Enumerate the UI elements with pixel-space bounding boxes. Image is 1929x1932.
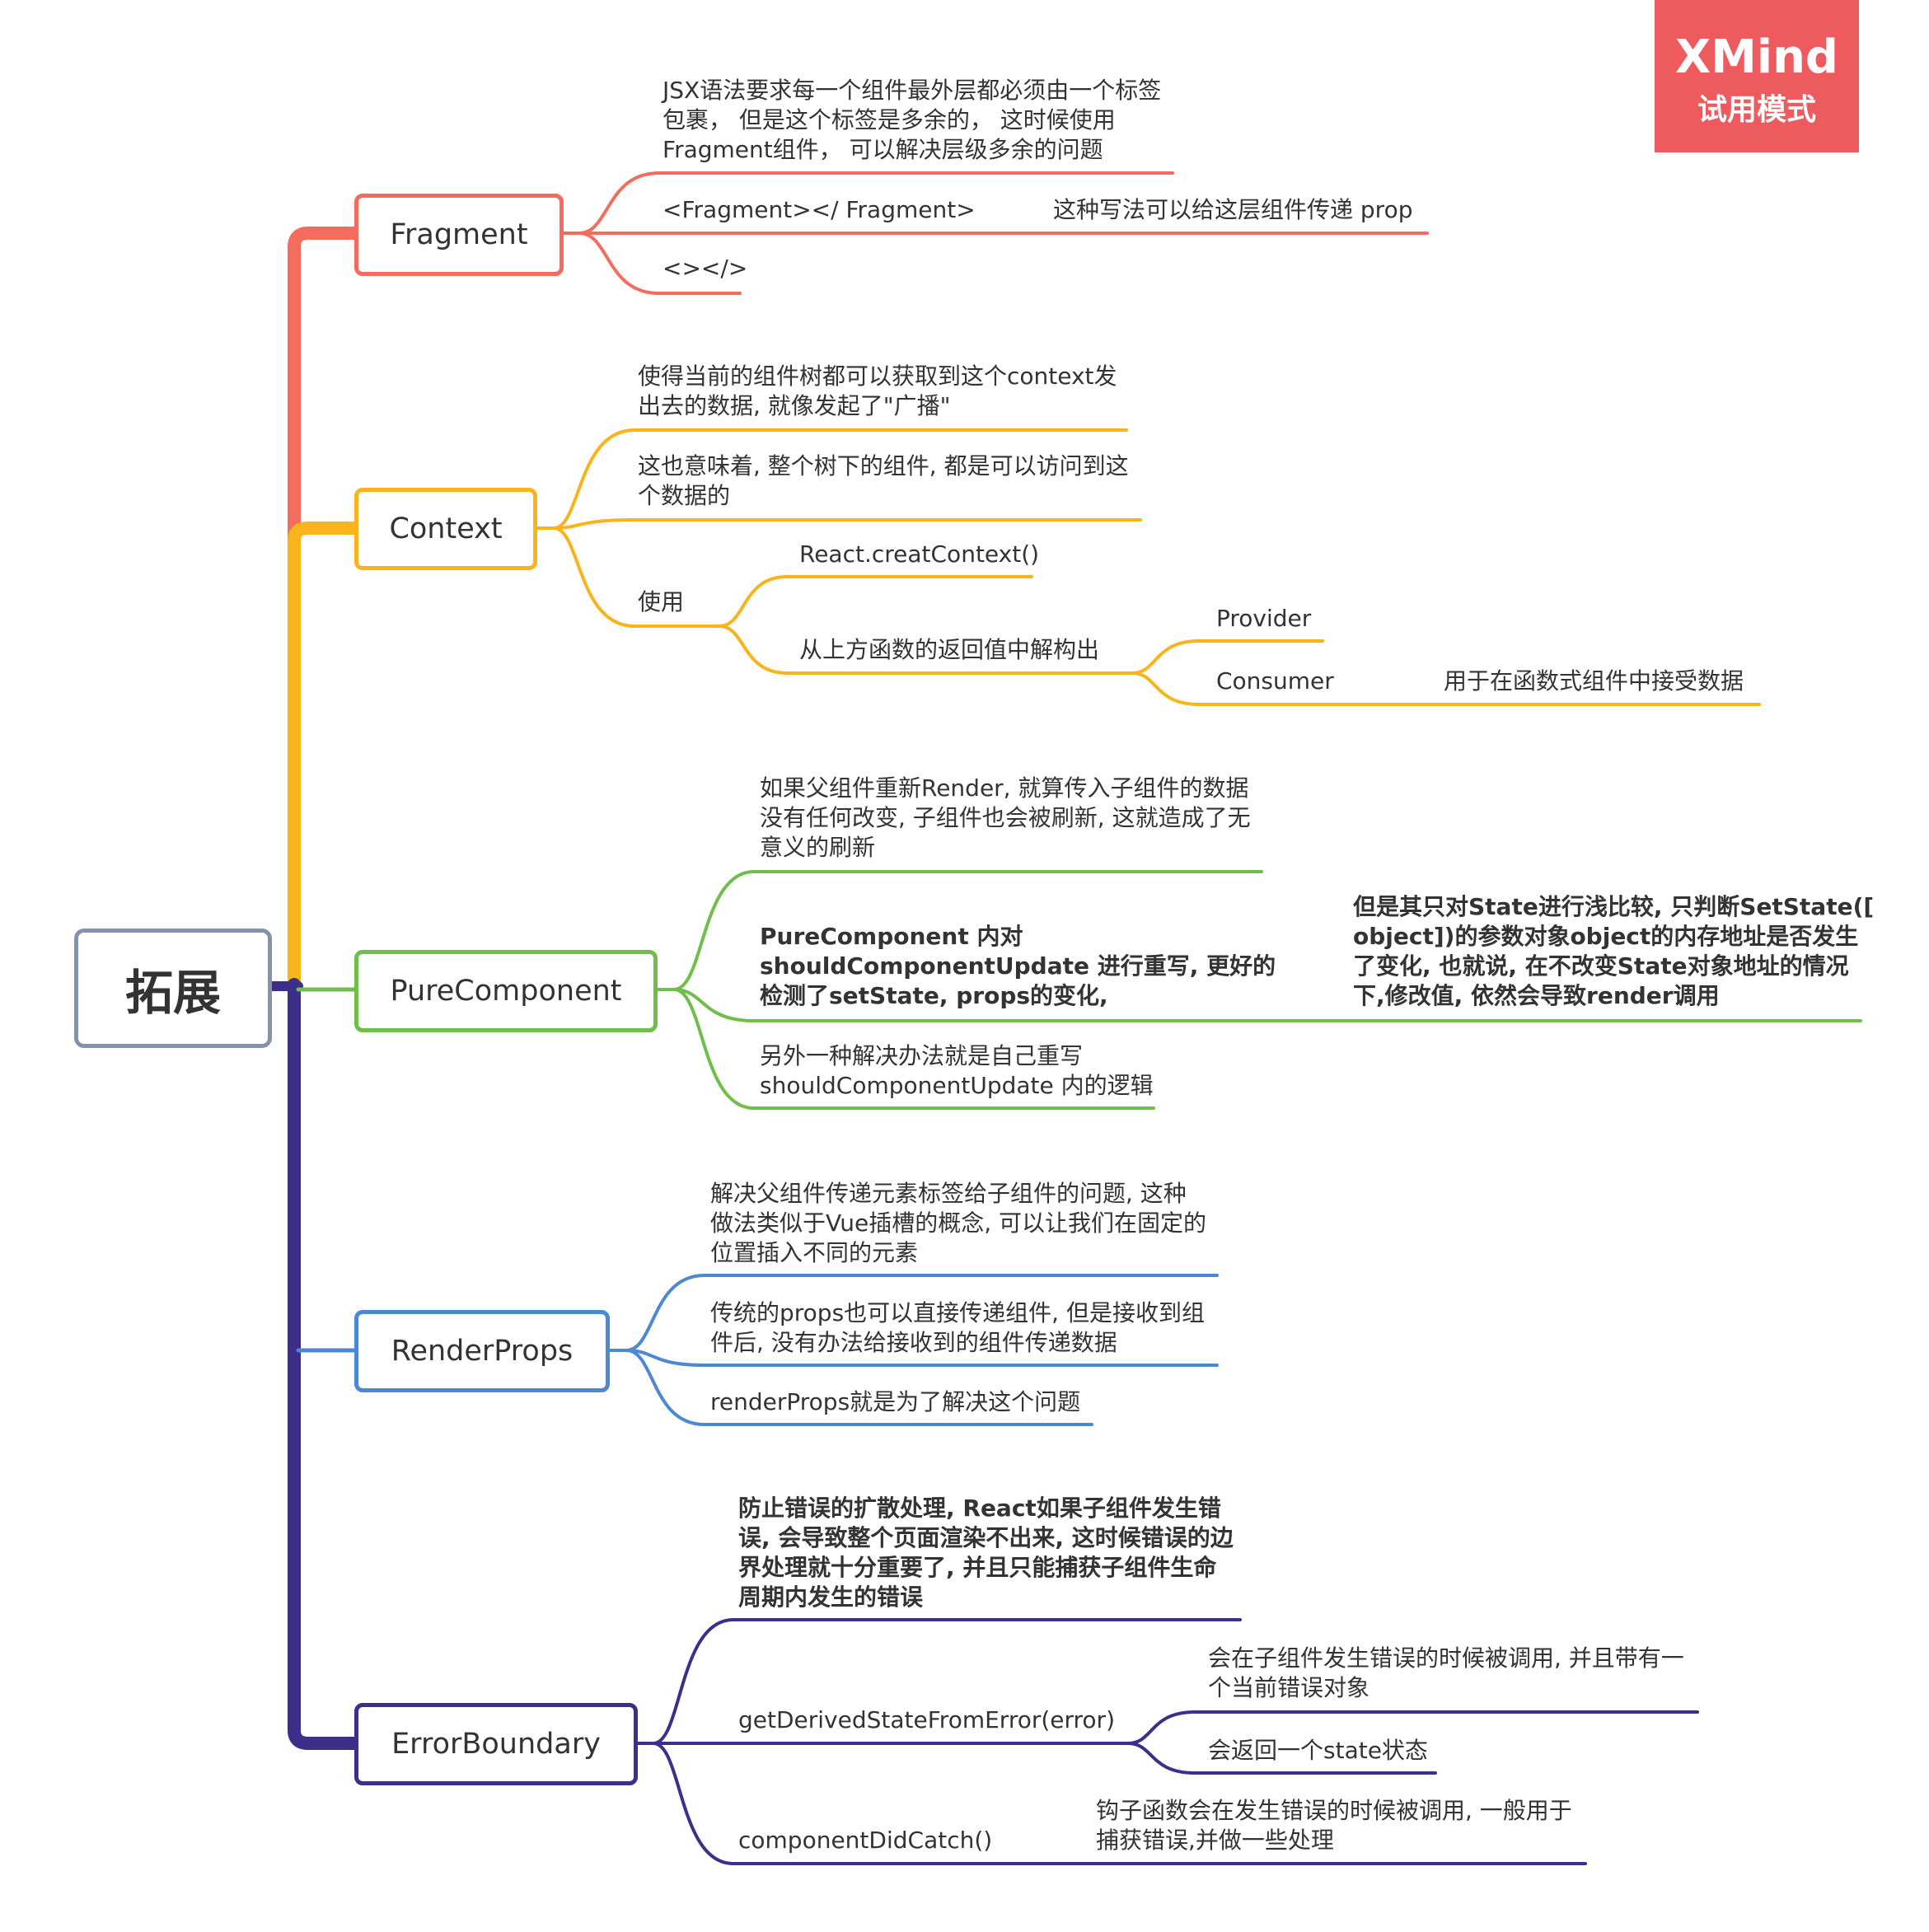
root-topic[interactable]: 拓展 xyxy=(74,929,272,1048)
topic-fragment[interactable]: Fragment xyxy=(354,194,564,276)
pure-edge-2 xyxy=(672,988,1862,1022)
error-item-catch[interactable]: componentDidCatch() xyxy=(738,1827,993,1854)
error-item-derived[interactable]: getDerivedStateFromError(error) xyxy=(738,1706,1115,1733)
render-item-props[interactable]: 传统的props也可以直接传递组件, 但是接收到组 件后, 没有办法给接收到的组… xyxy=(710,1299,1205,1356)
render-edge-3 xyxy=(625,1349,1093,1426)
use-edge-2 xyxy=(718,625,1134,675)
render-item-slot[interactable]: 解决父组件传递元素标签给子组件的问题, 这种 做法类似于Vue插槽的概念, 可以… xyxy=(710,1180,1207,1266)
destructure-provider[interactable]: Provider xyxy=(1216,605,1312,632)
pure-edge-1 xyxy=(656,870,1263,991)
context-item-access[interactable]: 这也意味着, 整个树下的组件, 都是可以访问到这 个数据的 xyxy=(638,452,1129,509)
pure-item-rewrite[interactable]: PureComponent 内对 shouldComponentUpdate 进… xyxy=(760,923,1276,1009)
pure-item-alternative[interactable]: 另外一种解决办法就是自己重写 shouldComponentUpdate 内的逻… xyxy=(760,1042,1154,1099)
trunk-error xyxy=(288,978,363,1750)
render-edge-2 xyxy=(625,1349,1219,1367)
catch-note[interactable]: 钩子函数会在发生错误的时候被调用, 一般用于 捕获错误,并做一些处理 xyxy=(1096,1797,1572,1854)
watermark-subtitle: 试用模式 xyxy=(1697,93,1816,127)
context-edge-2 xyxy=(552,518,1142,530)
topic-renderprops[interactable]: RenderProps xyxy=(354,1310,610,1392)
topic-purecomponent[interactable]: PureComponent xyxy=(354,950,658,1032)
error-item-purpose[interactable]: 防止错误的扩散处理, React如果子组件发生错 误, 会导致整个页面渲染不出来… xyxy=(738,1495,1234,1611)
fragment-item-tag[interactable]: <Fragment></ Fragment> xyxy=(663,196,976,223)
destructure-edge-2 xyxy=(1131,671,1761,706)
destructure-edge-1 xyxy=(1131,639,1324,675)
render-item-solution[interactable]: renderProps就是为了解决这个问题 xyxy=(710,1388,1081,1415)
trunk-fragment xyxy=(288,227,363,991)
error-edge-1 xyxy=(635,1618,1242,1745)
derived-item-returns[interactable]: 会返回一个state状态 xyxy=(1208,1737,1428,1764)
context-item-broadcast[interactable]: 使得当前的组件树都可以获取到这个context发 出去的数据, 就像发起了"广播… xyxy=(638,363,1117,419)
derived-edge-2 xyxy=(1126,1742,1437,1775)
fragment-item-tag-note[interactable]: 这种写法可以给这层组件传递 prop xyxy=(1053,196,1413,223)
consumer-note[interactable]: 用于在函数式组件中接受数据 xyxy=(1444,667,1744,695)
watermark-title: XMind xyxy=(1674,30,1839,84)
topic-context[interactable]: Context xyxy=(354,488,537,570)
use-item-destructure[interactable]: 从上方函数的返回值中解构出 xyxy=(799,636,1100,663)
use-item-create[interactable]: React.creatContext() xyxy=(799,540,1040,568)
pure-item-shallow-note[interactable]: 但是其只对State进行浅比较, 只判断SetState([ object])的… xyxy=(1353,893,1875,1009)
fragment-item-short[interactable]: <></> xyxy=(663,255,748,282)
destructure-consumer[interactable]: Consumer xyxy=(1216,667,1334,695)
derived-edge-1 xyxy=(1126,1710,1699,1745)
error-edge-3 xyxy=(652,1742,1587,1865)
pure-edge-3 xyxy=(672,988,1155,1110)
topic-errorboundary[interactable]: ErrorBoundary xyxy=(354,1703,638,1785)
derived-item-called[interactable]: 会在子组件发生错误的时候被调用, 并且带有一 个当前错误对象 xyxy=(1208,1644,1684,1701)
fragment-item-jsx[interactable]: JSX语法要求每一个组件最外层都必须由一个标签 包裹， 但是这个标签是多余的， … xyxy=(663,77,1162,163)
context-item-use[interactable]: 使用 xyxy=(638,588,685,615)
xmind-watermark: XMind 试用模式 xyxy=(1655,0,1859,152)
fragment-edge-3 xyxy=(578,232,742,295)
use-edge-1 xyxy=(718,575,1033,628)
pure-item-problem[interactable]: 如果父组件重新Render, 就算传入子组件的数据 没有任何改变, 子组件也会被… xyxy=(760,774,1251,861)
trunk-context xyxy=(288,522,363,991)
context-edge-3 xyxy=(552,526,721,628)
